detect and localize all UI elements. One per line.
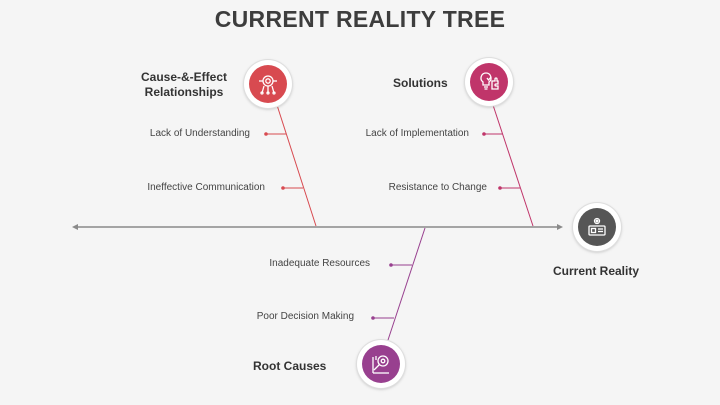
spine-arrow-left (72, 224, 78, 230)
root-causes-dot-2 (371, 316, 375, 320)
root-causes-badge (357, 340, 405, 388)
solutions-item-2: Resistance to Change (388, 182, 487, 193)
root-causes-item-2: Poor Decision Making (256, 311, 354, 322)
root-causes-bone (387, 227, 426, 341)
solutions-bone (491, 101, 534, 227)
spine-arrow-right (557, 224, 563, 230)
root-causes-header: Root Causes (253, 359, 327, 373)
cause-effect-dot-1 (264, 132, 268, 136)
root-causes-item-1: Inadequate Resources (269, 258, 370, 269)
solutions-header: Solutions (393, 76, 448, 90)
current-reality-badge (573, 203, 621, 251)
cause-effect-item-1: Lack of Understanding (149, 128, 250, 139)
cause-effect-dot-2 (281, 186, 285, 190)
cause-effect-badge (244, 60, 292, 108)
solutions-dot-2 (498, 186, 502, 190)
gear-dashboard-icon (578, 208, 616, 246)
lightbulb-puzzle-icon (470, 63, 508, 101)
root-causes-dot-1 (389, 263, 393, 267)
solutions-badge (465, 58, 513, 106)
cause-effect-bone (275, 101, 317, 227)
cause-effect-header: Cause-&-Effect Relationships (126, 70, 242, 100)
cause-effect-header-line1: Cause-&-Effect (140, 70, 227, 84)
current-reality-label: Current Reality (553, 264, 640, 278)
cause-effect-header-line2: Relationships (144, 85, 224, 99)
magnifier-gear-icon (362, 345, 400, 383)
cause-effect-item-2: Ineffective Communication (147, 182, 265, 193)
solutions-dot-1 (482, 132, 486, 136)
page-title: CURRENT REALITY TREE (214, 6, 506, 32)
target-network-icon (249, 65, 287, 103)
solutions-item-1: Lack of Implementation (365, 128, 469, 139)
